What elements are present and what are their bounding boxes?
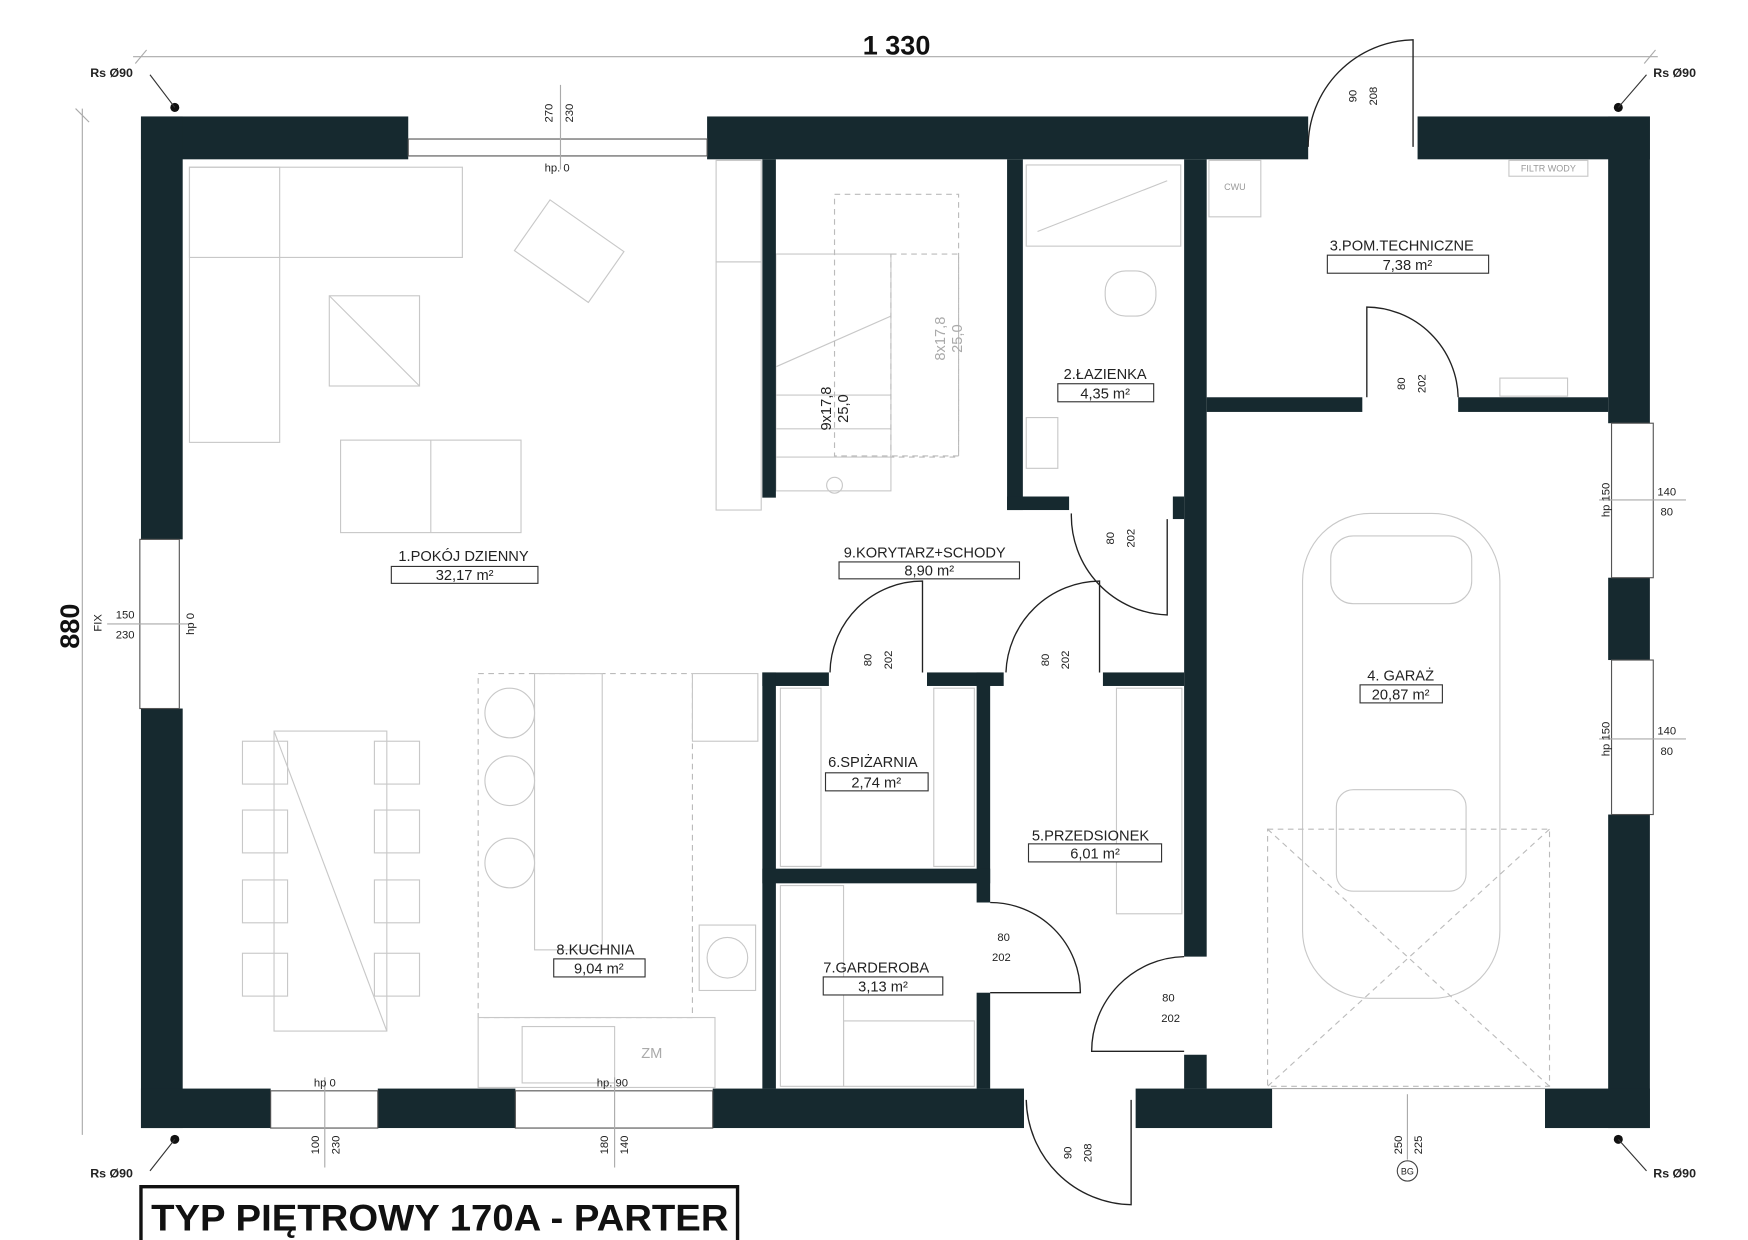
door-height: 202	[883, 651, 895, 670]
entry-door-bottom	[1025, 1099, 1132, 1206]
door-vestibule	[1005, 580, 1101, 673]
right-window-1-width: 140	[1657, 486, 1676, 498]
downpipe-label: Rs Ø90	[1653, 66, 1696, 80]
room-name: 4. GARAŻ	[1367, 666, 1434, 684]
downpipe-label: Rs Ø90	[90, 66, 133, 80]
room-bathroom: 2.ŁAZIENKA 4,35 m²	[1057, 367, 1155, 402]
garage-door-height: 225	[1413, 1136, 1425, 1155]
door-pantry	[829, 580, 924, 673]
entry-bottom-width: 90	[1062, 1147, 1074, 1160]
top-window-sill: hp. 0	[545, 163, 570, 175]
door-height: 202	[992, 952, 1011, 964]
door-wardrobe	[990, 901, 1082, 994]
room-pantry: 6.SPIŻARNIA 2,74 m²	[824, 753, 929, 791]
right-window-2-width: 140	[1657, 725, 1676, 737]
room-name: 6.SPIŻARNIA	[828, 753, 918, 771]
stairs-lower-tread: 25,0	[836, 394, 852, 423]
room-name: 7.GARDEROBA	[823, 960, 929, 976]
door-width: 80	[1396, 377, 1408, 390]
room-area: 8,90 m²	[904, 563, 954, 579]
room-kitchen: 8.KUCHNIA 9,04 m²	[553, 942, 646, 978]
left-window-sill: hp 0	[185, 613, 197, 635]
entry-door-top	[1307, 39, 1414, 147]
depth-dimension: 880	[55, 604, 85, 649]
door-technical	[1366, 306, 1459, 398]
room-area: 2,74 m²	[851, 775, 901, 791]
room-name: 1.POKÓJ DZIENNY	[398, 548, 529, 565]
door-height: 202	[1060, 651, 1072, 670]
garage-door-tag: BG	[1401, 1166, 1414, 1176]
entry-top-height: 208	[1368, 87, 1380, 106]
room-living: 1.POKÓJ DZIENNY 32,17 m²	[390, 548, 539, 584]
top-window-height: 230	[564, 104, 576, 123]
walls	[140, 116, 1650, 1129]
car-outline	[1301, 512, 1501, 999]
door-bathroom	[1070, 513, 1168, 616]
room-garage: 4. GARAŻ 20,87 m²	[1359, 666, 1443, 704]
stairs-upper-steps: 8x17,8	[933, 317, 949, 361]
staircase: 9x17,8 25,0 8x17,8 25,0	[775, 193, 966, 494]
room-hallway: 9.KORYTARZ+SCHODY 8,90 m²	[838, 545, 1021, 579]
room-labels: 1.POKÓJ DZIENNY 32,17 m² 2.ŁAZIENKA 4,35…	[390, 239, 1490, 996]
window-right-2	[1610, 659, 1654, 816]
room-area: 20,87 m²	[1372, 688, 1430, 704]
doors: 90 208 90 208 80 202 80 202 80 202 80 20…	[829, 39, 1546, 1206]
windows: 270 230 hp. 0 FIX 150 230 hp 0 hp 150 14…	[92, 84, 1686, 1168]
bottom-window-2-height: 140	[619, 1136, 631, 1155]
room-name: 8.KUCHNIA	[556, 942, 634, 958]
door-width: 80	[863, 654, 875, 667]
left-window-height: 230	[116, 630, 135, 642]
garage-door-width: 250	[1393, 1136, 1405, 1155]
room-name: 3.POM.TECHNICZNE	[1330, 239, 1474, 255]
room-area: 32,17 m²	[436, 568, 494, 584]
door-height: 202	[1126, 529, 1138, 548]
window-top	[407, 138, 708, 157]
door-width: 80	[1040, 654, 1052, 667]
bottom-window-2-sill: hp. 90	[597, 1077, 628, 1089]
room-area: 6,01 m²	[1070, 847, 1120, 863]
furniture: ZM 9x17,8 25,0 8x17,8 25,0 CWU FILTR WOD…	[188, 159, 1589, 1089]
room-area: 4,35 m²	[1080, 386, 1130, 402]
room-wardrobe: 7.GARDEROBA 3,13 m²	[822, 960, 944, 996]
room-name: 5.PRZEDSIONEK	[1032, 828, 1150, 844]
door-garage-internal	[1090, 955, 1185, 1053]
door-width: 80	[1162, 993, 1175, 1005]
plan-title-text: TYP PIĘTROWY 170A - PARTER	[151, 1197, 729, 1239]
room-area: 9,04 m²	[574, 962, 624, 978]
room-area: 7,38 m²	[1383, 258, 1433, 274]
right-window-2-height: 80	[1661, 746, 1674, 758]
stairs-lower-steps: 9x17,8	[819, 387, 835, 431]
dimension-lines: 1 330 880	[55, 30, 1658, 1135]
gas-meter-label: ZM	[641, 1046, 662, 1062]
cwu-label: CWU	[1224, 182, 1246, 192]
door-width: 80	[1105, 532, 1117, 545]
room-technical: 3.POM.TECHNICZNE 7,38 m²	[1326, 239, 1490, 274]
bottom-window-2-width: 180	[599, 1136, 611, 1155]
right-window-1-sill: hp 150	[1600, 483, 1612, 517]
downpipes: Rs Ø90 Rs Ø90 Rs Ø90 Rs Ø90	[90, 66, 1696, 1181]
door-height: 202	[1161, 1013, 1180, 1025]
plan-title: TYP PIĘTROWY 170A - PARTER	[139, 1184, 740, 1240]
downpipe-label: Rs Ø90	[1653, 1167, 1696, 1181]
entry-bottom-height: 208	[1083, 1143, 1095, 1162]
room-name: 2.ŁAZIENKA	[1064, 367, 1147, 383]
bottom-window-1-height: 230	[330, 1136, 342, 1155]
entry-top-width: 90	[1348, 90, 1360, 103]
water-filter-label: FILTR WODY	[1521, 164, 1576, 174]
door-height: 202	[1416, 374, 1428, 393]
left-window-fix: FIX	[92, 614, 104, 632]
bottom-window-1-sill: hp 0	[314, 1077, 336, 1089]
door-width: 80	[997, 932, 1010, 944]
room-area: 3,13 m²	[858, 980, 908, 996]
right-window-2-sill: hp 150	[1600, 722, 1612, 756]
right-window-1-height: 80	[1661, 507, 1674, 519]
left-window-width: 150	[116, 609, 135, 621]
width-dimension: 1 330	[863, 30, 931, 60]
stairs-upper-tread: 25,0	[950, 324, 966, 353]
downpipe-label: Rs Ø90	[90, 1167, 133, 1181]
bottom-window-1-width: 100	[310, 1136, 322, 1155]
top-window-width: 270	[544, 104, 556, 123]
room-name: 9.KORYTARZ+SCHODY	[844, 545, 1006, 561]
room-vestibule: 5.PRZEDSIONEK 6,01 m²	[1027, 828, 1163, 863]
